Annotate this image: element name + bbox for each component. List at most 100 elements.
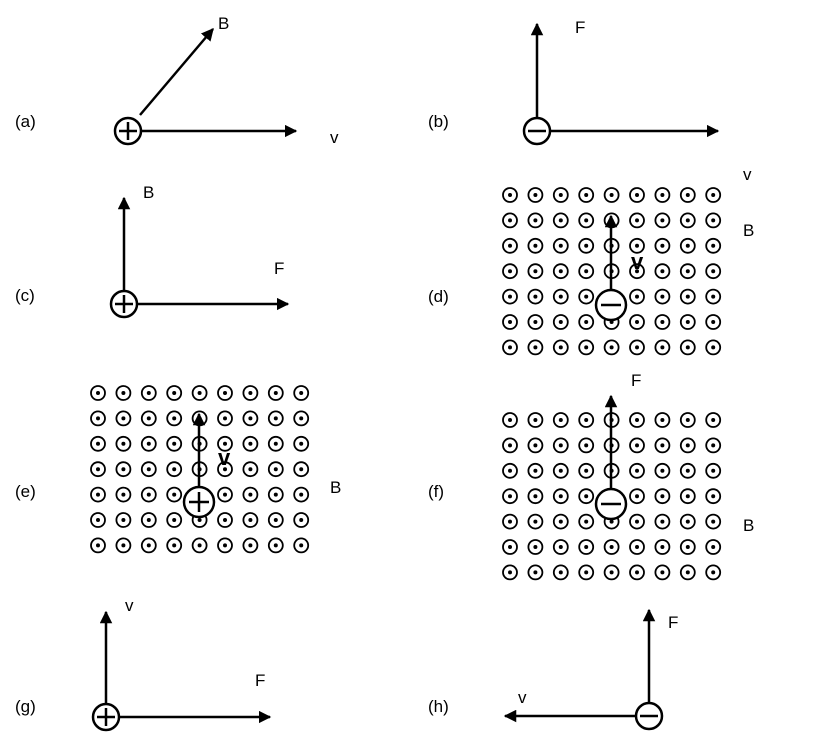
field-dot-icon <box>217 461 233 478</box>
field-dot-icon <box>705 288 722 305</box>
field-dot-icon <box>293 385 310 401</box>
field-dot-icon <box>502 539 518 555</box>
field-dot-icon <box>527 263 544 280</box>
field-dot-icon <box>115 435 132 452</box>
velocity-label-b: v <box>743 165 752 184</box>
field-dot-icon <box>654 488 671 505</box>
field-dot-icon <box>578 539 595 555</box>
negative-charge-d <box>594 288 628 322</box>
field-dot-icon <box>502 237 518 254</box>
field-dot-icon <box>217 537 233 554</box>
field-dot-icon <box>217 410 233 427</box>
field-dot-icon <box>115 461 132 478</box>
field-dot-icon <box>705 187 722 203</box>
field-dot-icon <box>267 537 284 554</box>
field-dot-icon <box>502 437 518 454</box>
field-dot-icon <box>679 513 696 530</box>
field-dot-icon <box>267 410 284 427</box>
field-dot-icon <box>527 187 544 203</box>
field-dot-icon <box>166 486 183 503</box>
field-dot-icon <box>527 539 544 555</box>
field-dot-icon <box>527 314 544 330</box>
field-dot-icon <box>629 314 645 330</box>
field-dot-icon <box>242 410 259 427</box>
field-dot-icon <box>679 488 696 505</box>
field-dot-icon <box>267 435 284 452</box>
field-dot-icon <box>502 187 518 203</box>
force-label-f: F <box>631 371 641 390</box>
field-dot-icon <box>293 410 310 427</box>
field-dot-icon <box>679 462 696 479</box>
field-dot-icon <box>140 512 157 528</box>
field-dot-icon <box>217 486 233 503</box>
field-dot-icon <box>502 339 518 356</box>
field-dot-icon <box>90 512 106 528</box>
field-dot-icon <box>527 488 544 505</box>
field-dot-icon <box>654 212 671 229</box>
panel-g: (g) v F <box>15 596 272 732</box>
field-dot-icon <box>654 412 671 428</box>
field-dot-icon <box>527 212 544 229</box>
field-dot-icon <box>502 412 518 428</box>
field-dot-icon <box>705 212 722 229</box>
panel-label-h: (h) <box>428 697 449 716</box>
velocity-label-h: v <box>518 688 527 707</box>
panel-e: (e) v B <box>15 412 341 519</box>
field-dot-icon <box>527 412 544 428</box>
panel-c: (c) B F <box>15 183 290 319</box>
field-dot-icon <box>679 437 696 454</box>
field-dot-icon <box>603 339 620 356</box>
field-dot-icon <box>679 263 696 280</box>
field-grid-d <box>502 187 722 356</box>
field-dot-icon <box>502 314 518 330</box>
field-dot-icon <box>578 488 595 505</box>
field-label-f: B <box>743 516 754 535</box>
field-dot-icon <box>552 212 569 229</box>
field-dot-icon <box>527 564 544 581</box>
field-dot-icon <box>552 339 569 356</box>
field-dot-icon <box>654 513 671 530</box>
field-dot-icon <box>166 435 183 452</box>
field-dot-icon <box>191 537 208 554</box>
field-dot-icon <box>578 564 595 581</box>
panel-label-d: (d) <box>428 287 449 306</box>
force-label-g: F <box>255 671 265 690</box>
field-dot-icon <box>654 564 671 581</box>
field-dot-icon <box>90 461 106 478</box>
negative-charge-b <box>522 116 552 146</box>
field-dot-icon <box>654 187 671 203</box>
field-dot-icon <box>654 237 671 254</box>
field-dot-icon <box>679 288 696 305</box>
field-dot-icon <box>552 263 569 280</box>
field-dot-icon <box>552 488 569 505</box>
field-dot-icon <box>603 564 620 581</box>
field-dot-icon <box>552 513 569 530</box>
field-dot-icon <box>578 437 595 454</box>
field-dot-icon <box>293 486 310 503</box>
field-dot-icon <box>679 339 696 356</box>
panel-label-f: (f) <box>428 482 444 501</box>
field-dot-icon <box>552 412 569 428</box>
field-dot-icon <box>629 412 645 428</box>
field-dot-icon <box>242 512 259 528</box>
force-label-h: F <box>668 613 678 632</box>
field-dot-icon <box>527 437 544 454</box>
panel-f: (f) F B <box>428 371 754 535</box>
field-dot-icon <box>705 263 722 280</box>
panel-h: (h) F v <box>428 608 678 731</box>
field-dot-icon <box>629 339 645 356</box>
field-dot-icon <box>242 435 259 452</box>
field-dot-icon <box>115 486 132 503</box>
field-dot-icon <box>502 564 518 581</box>
field-dot-icon <box>705 237 722 254</box>
positive-charge-c <box>109 289 139 319</box>
field-dot-icon <box>654 288 671 305</box>
field-dot-icon <box>654 539 671 555</box>
field-dot-icon <box>217 385 233 401</box>
field-dot-icon <box>705 488 722 505</box>
field-dot-icon <box>217 512 233 528</box>
field-dot-icon <box>629 564 645 581</box>
negative-charge-h <box>634 701 664 731</box>
field-dot-icon <box>140 385 157 401</box>
